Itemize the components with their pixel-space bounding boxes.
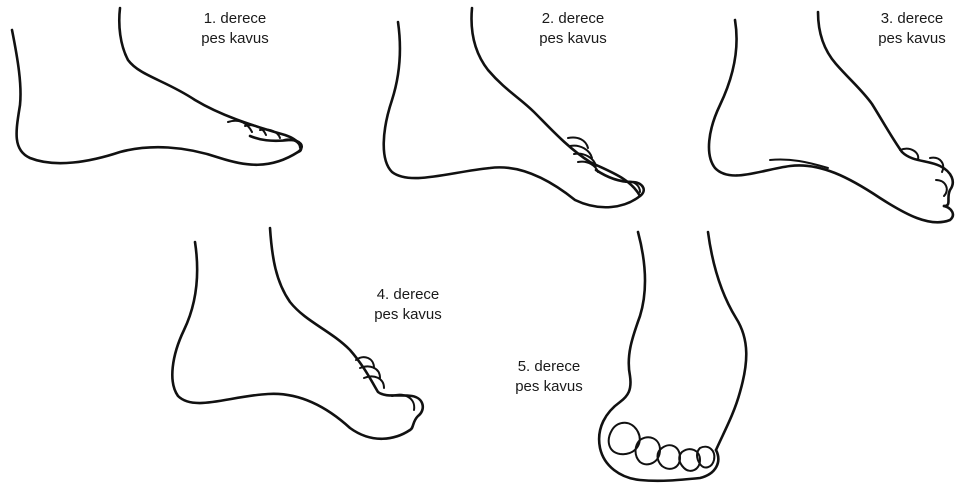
degree-2-condition-text: pes kavus (533, 29, 613, 49)
degree-2-text: 2. derece (533, 9, 613, 29)
label-degree-5: 5. derece pes kavus (509, 357, 589, 397)
degree-4-text: 4. derece (368, 285, 448, 305)
degree-5-condition-text: pes kavus (509, 377, 589, 397)
degree-1-text: 1. derece (195, 9, 275, 29)
label-degree-1: 1. derece pes kavus (195, 9, 275, 49)
degree-3-condition-text: pes kavus (868, 29, 956, 49)
foot-degree-5-drawing (599, 232, 746, 481)
foot-degree-4-drawing (172, 228, 422, 439)
degree-5-text: 5. derece (509, 357, 589, 377)
label-degree-2: 2. derece pes kavus (533, 9, 613, 49)
degree-3-text: 3. derece (868, 9, 956, 29)
label-degree-4: 4. derece pes kavus (368, 285, 448, 325)
degree-4-condition-text: pes kavus (368, 305, 448, 325)
degree-1-condition-text: pes kavus (195, 29, 275, 49)
label-degree-3: 3. derece pes kavus (868, 9, 956, 49)
